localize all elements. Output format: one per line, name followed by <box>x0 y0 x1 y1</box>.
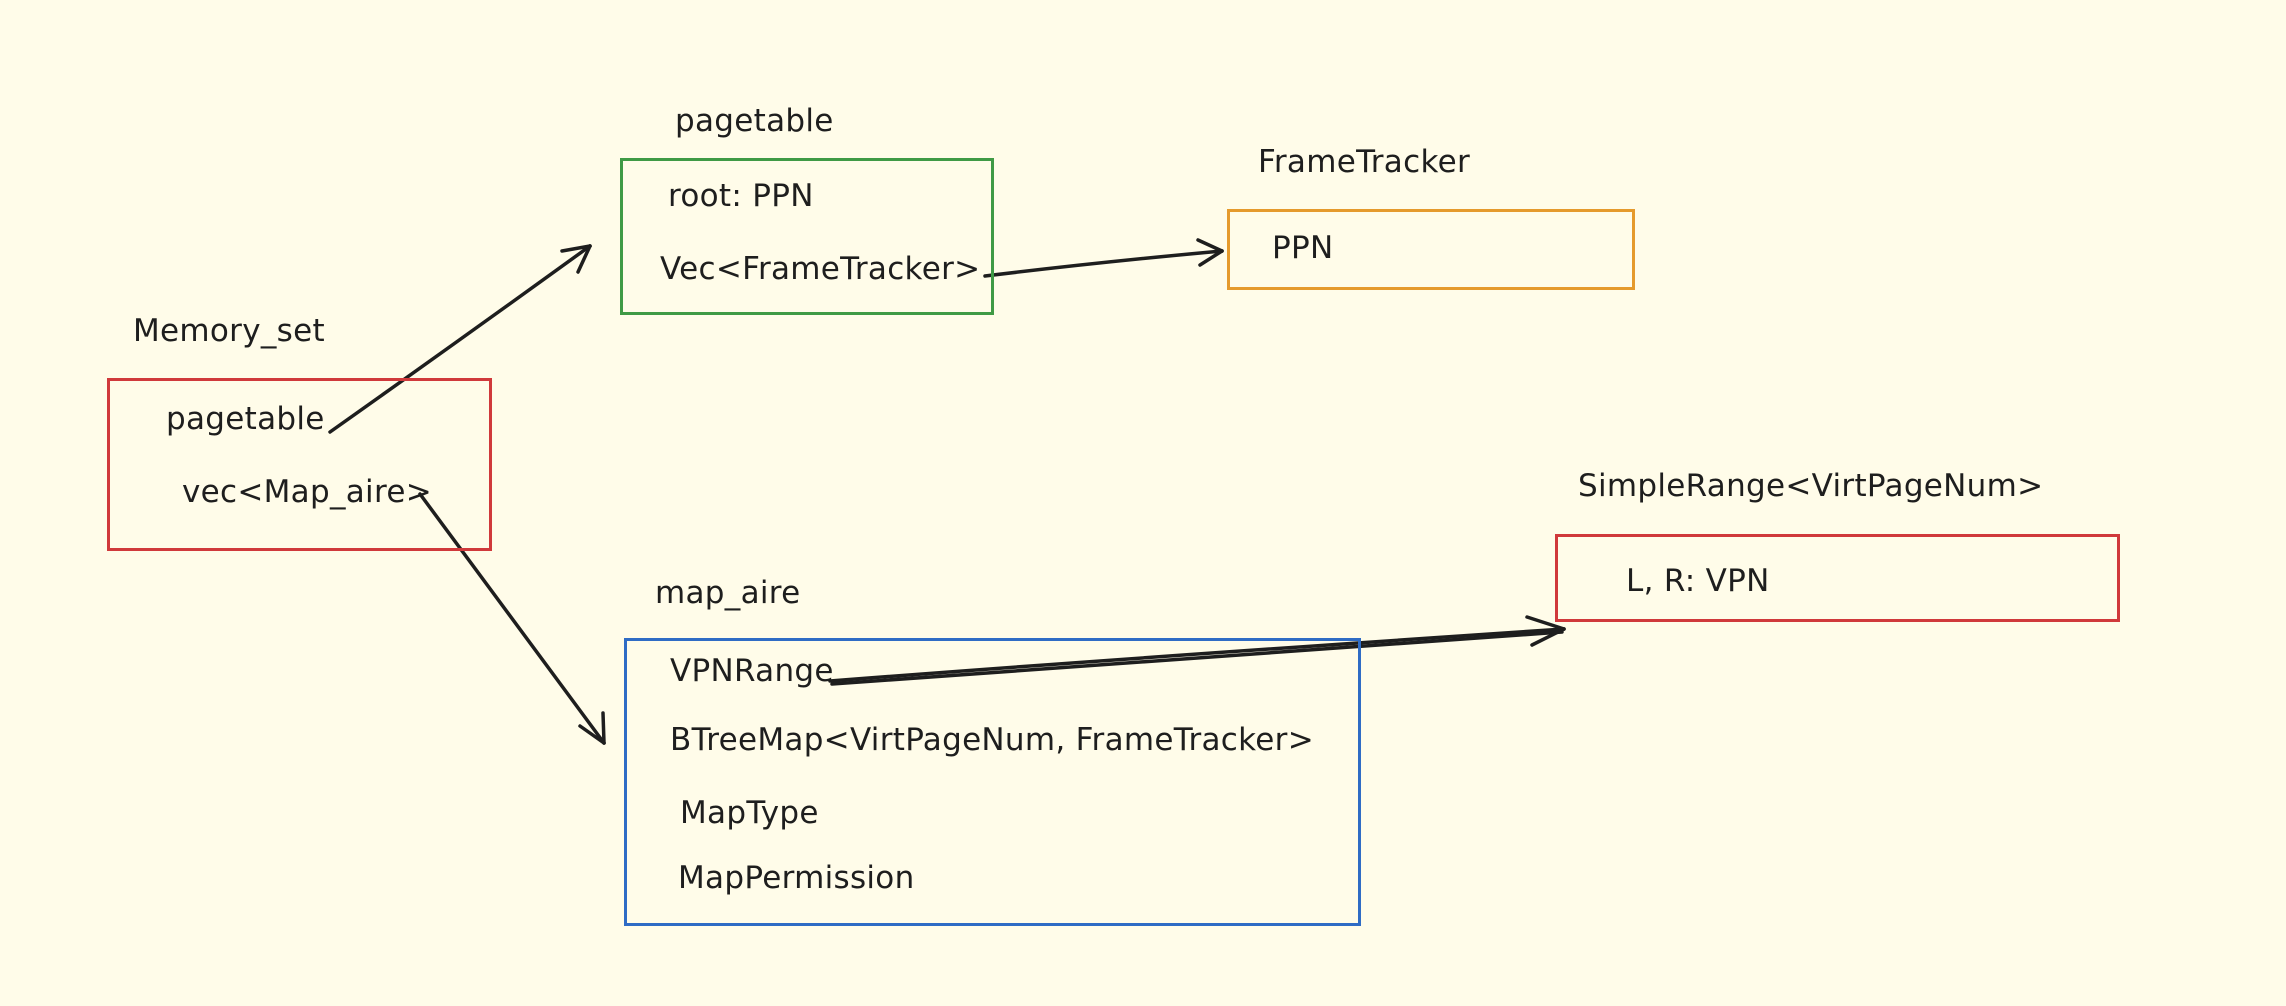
arrow-pagetable-to-frametracker <box>983 238 1224 278</box>
map-aire-title: map_aire <box>655 575 801 611</box>
simplerange-field-lr: L, R: VPN <box>1626 563 1770 599</box>
map-aire-field-vpnrange: VPNRange <box>670 653 834 689</box>
memory-set-field-vec-map-aire: vec<Map_aire> <box>182 474 432 510</box>
map-aire-box <box>624 638 1361 926</box>
simplerange-title: SimpleRange<VirtPageNum> <box>1578 468 2044 504</box>
pagetable-title: pagetable <box>675 103 834 139</box>
frametracker-field-ppn: PPN <box>1272 230 1334 266</box>
simplerange-box <box>1555 534 2120 622</box>
memory-set-field-pagetable: pagetable <box>166 401 325 437</box>
memory-set-title: Memory_set <box>133 313 325 349</box>
frametracker-title: FrameTracker <box>1258 144 1471 180</box>
frametracker-box <box>1227 209 1635 290</box>
map-aire-field-maptype: MapType <box>680 795 819 831</box>
memory-set-box <box>107 378 492 551</box>
pagetable-box <box>620 158 994 315</box>
pagetable-field-root: root: PPN <box>668 178 814 214</box>
map-aire-field-btreemap: BTreeMap<VirtPageNum, FrameTracker> <box>670 722 1314 758</box>
map-aire-field-mappermission: MapPermission <box>678 860 915 896</box>
pagetable-field-vec-frametracker: Vec<FrameTracker> <box>660 251 981 287</box>
